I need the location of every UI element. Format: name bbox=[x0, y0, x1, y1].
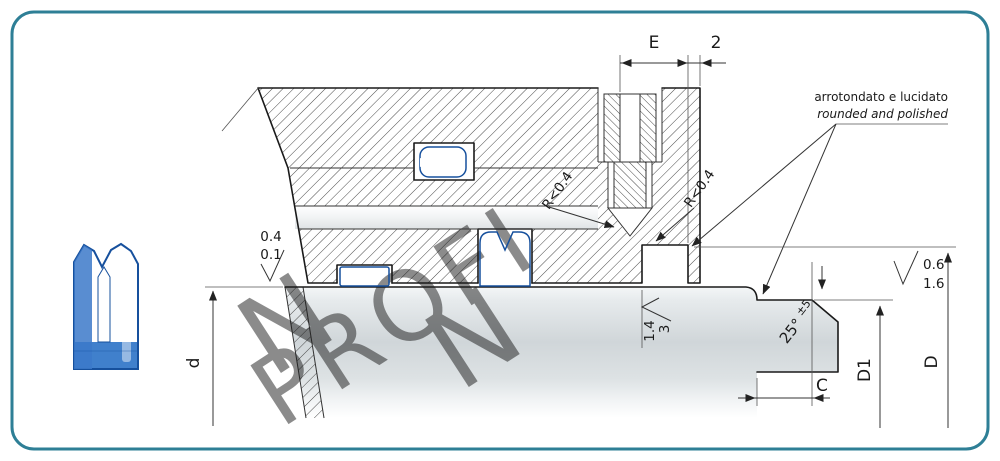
finish-mid-bottom: 3 bbox=[657, 325, 673, 334]
note-rounded: arrotondato e lucidato rounded and polis… bbox=[691, 90, 948, 295]
finish-symbol bbox=[260, 249, 285, 283]
dim-d1-label: D1 bbox=[855, 358, 875, 382]
dim-c-label: C bbox=[816, 376, 828, 396]
bolt-socket bbox=[620, 94, 640, 162]
seal-profile-highlight bbox=[122, 256, 131, 362]
seal-profile-cavity bbox=[97, 266, 111, 343]
housing-section bbox=[258, 88, 700, 283]
rod-outline bbox=[284, 286, 839, 373]
dim-d: d bbox=[184, 286, 283, 426]
static-seal bbox=[419, 146, 467, 178]
dim-2-label: 2 bbox=[711, 33, 722, 53]
dim-e: E 2 bbox=[619, 33, 726, 243]
piston-rod bbox=[284, 286, 838, 419]
dim-c: C bbox=[738, 376, 830, 406]
housing-outline bbox=[221, 86, 701, 284]
leader-line bbox=[548, 206, 615, 229]
groove-guide-ring bbox=[337, 265, 392, 283]
finish-right-bottom: 1.6 bbox=[923, 276, 944, 292]
groove-rod-seal bbox=[478, 229, 532, 283]
finish-left: 0.4 0.1 bbox=[260, 229, 285, 283]
housing-hatch bbox=[258, 88, 700, 283]
note-italian: arrotondato e lucidato bbox=[814, 90, 948, 104]
dim-d1: D1 bbox=[814, 299, 893, 428]
guide-ring bbox=[339, 266, 390, 287]
bolt-tip bbox=[606, 207, 654, 237]
finish-symbol bbox=[893, 250, 919, 286]
finish-mid-top: 1.4 bbox=[642, 320, 658, 341]
leader-line bbox=[691, 123, 837, 247]
rod-body bbox=[285, 287, 838, 418]
leader-line bbox=[655, 207, 695, 242]
break-line bbox=[221, 86, 260, 132]
finish-left-top: 0.4 bbox=[260, 229, 281, 245]
dim-D: D bbox=[694, 246, 956, 428]
leader-line bbox=[762, 123, 837, 295]
dim-D-label: D bbox=[922, 355, 942, 368]
finish-right-top: 0.6 bbox=[923, 257, 944, 273]
bolt-shank bbox=[614, 162, 646, 208]
rod-seal bbox=[479, 231, 531, 287]
dim-e-label: E bbox=[649, 33, 660, 53]
static-seal-notch bbox=[420, 158, 433, 167]
note-english: rounded and polished bbox=[817, 107, 948, 121]
finish-right: 0.6 1.6 bbox=[893, 250, 944, 292]
finish-left-bottom: 0.1 bbox=[260, 247, 281, 263]
finish-symbol bbox=[640, 297, 672, 322]
seal-profile-figure bbox=[73, 242, 139, 370]
finish-mid: 1.4 3 bbox=[640, 290, 673, 348]
dim-d-label: d bbox=[184, 358, 204, 369]
bolt-outline bbox=[597, 88, 663, 237]
rod-break-hatch bbox=[285, 287, 324, 418]
seal-profile-back bbox=[74, 245, 92, 369]
joint-strip bbox=[295, 206, 598, 229]
